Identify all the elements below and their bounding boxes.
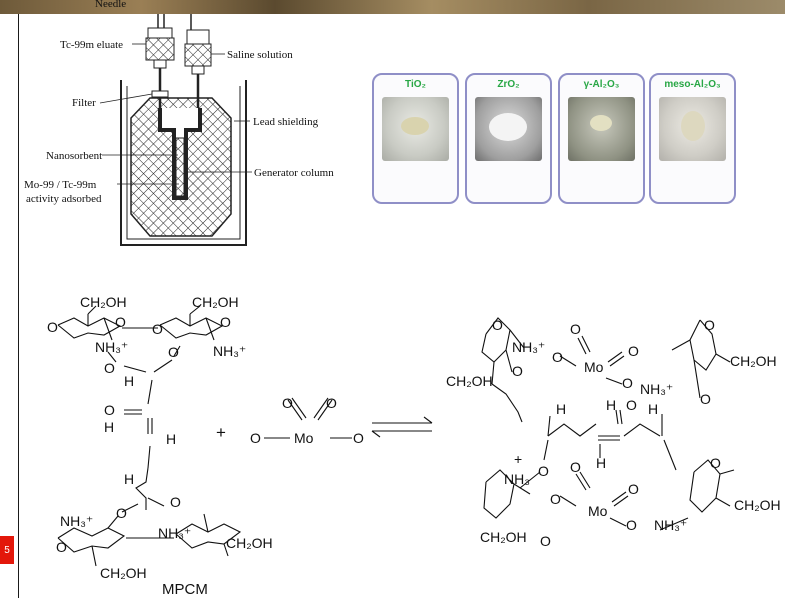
oxygen-label: O: [538, 463, 549, 479]
hydrogen-label: H: [556, 401, 566, 417]
oxygen-label: O: [492, 317, 503, 333]
lead-shielding-label: Lead shielding: [253, 116, 319, 128]
nh3-plus-label: NH₃⁺: [654, 517, 687, 533]
sample-card-tio2: TiO₂: [372, 73, 459, 204]
oxygen-label: O: [250, 430, 261, 446]
oxygen-label: O: [512, 363, 523, 379]
sample-label: ZrO₂: [497, 79, 520, 90]
ch2oh-label: CH₂OH: [80, 294, 127, 310]
ch2oh-label: CH₂OH: [100, 565, 147, 581]
oxygen-label: O: [570, 321, 581, 337]
oxygen-label: O: [626, 517, 637, 533]
generator-column-label: Generator column: [254, 167, 334, 179]
powder-sample: [489, 113, 527, 141]
hydrogen-label: H: [648, 401, 658, 417]
sample-label: γ-Al₂O₃: [583, 79, 620, 90]
oxygen-label: O: [570, 459, 581, 475]
ch2oh-label: CH₂OH: [730, 353, 777, 369]
oxygen-label: O: [56, 539, 67, 555]
hydrogen-label: H: [596, 455, 606, 471]
oxygen-label: O: [622, 375, 633, 391]
nh3-plus-label: NH₃⁺: [512, 339, 545, 355]
lead-container-outline: [120, 80, 247, 246]
sample-photo: [568, 97, 635, 161]
ch2oh-label: CH₂OH: [226, 535, 273, 551]
oxygen-label: O: [115, 314, 126, 330]
sample-card-zro2: ZrO₂: [465, 73, 552, 204]
oxygen-label: O: [116, 505, 127, 521]
hydrogen-label: H: [124, 373, 134, 389]
hydrogen-label: H: [104, 419, 114, 435]
nanosorbent-label: Nanosorbent: [46, 150, 102, 162]
oxygen-label: O: [104, 360, 115, 376]
hydrogen-label: H: [606, 397, 616, 413]
hydrogen-label: H: [166, 431, 176, 447]
background-photo-strip: [0, 0, 785, 14]
nh3-plus-label: NH₃⁺: [213, 343, 246, 359]
oxygen-label: O: [326, 395, 337, 411]
nh3-plus-label: NH₃⁺: [640, 381, 673, 397]
sample-label: meso-Al₂O₃: [664, 79, 721, 90]
sample-photo: [475, 97, 542, 161]
oxygen-label: O: [104, 402, 115, 418]
activity-label-line2: activity adsorbed: [26, 193, 102, 205]
ch2oh-label: CH₂OH: [480, 529, 527, 545]
ch2oh-label: CH₂OH: [446, 373, 493, 389]
nh3-plus-label: NH₃⁺: [60, 513, 93, 529]
nh3-label: NH₃: [504, 471, 530, 487]
generator-column: [175, 137, 185, 197]
oxygen-label: O: [704, 317, 715, 333]
plus-sign: +: [514, 451, 522, 467]
slide-number-tab: 5: [0, 536, 14, 564]
sample-photo: [382, 97, 449, 161]
oxygen-label: O: [353, 430, 364, 446]
oxygen-label: O: [552, 349, 563, 365]
nh3-plus-label: NH₃⁺: [95, 339, 128, 355]
sample-card-meso-al2o3: meso-Al₂O₃: [649, 73, 736, 204]
sample-card-gamma-al2o3: γ-Al₂O₃: [558, 73, 645, 204]
hydrogen-label: H: [124, 471, 134, 487]
eluate-label: Tc-99m eluate: [60, 39, 123, 51]
oxygen-label: O: [628, 343, 639, 359]
molybdenum-label: Mo: [294, 430, 314, 446]
filter-label: Filter: [72, 97, 96, 109]
activity-label-line1: Mo-99 / Tc-99m: [24, 179, 97, 191]
powder-sample: [401, 117, 429, 135]
plus-sign: +: [216, 423, 226, 442]
sample-label: TiO₂: [405, 79, 426, 90]
left-divider-line: [18, 14, 19, 598]
ch2oh-label: CH₂OH: [192, 294, 239, 310]
oxygen-label: O: [152, 321, 163, 337]
ch2oh-label: CH₂OH: [734, 497, 781, 513]
mpcm-label: MPCM: [162, 581, 208, 598]
oxygen-label: O: [220, 314, 231, 330]
oxygen-label: O: [47, 319, 58, 335]
oxygen-label: O: [540, 533, 551, 549]
oxygen-label: O: [700, 391, 711, 407]
oxygen-label: O: [168, 344, 179, 360]
oxygen-label: O: [628, 481, 639, 497]
oxygen-label: O: [710, 455, 721, 471]
powder-sample: [681, 111, 705, 141]
molybdenum-label: Mo: [584, 359, 604, 375]
oxygen-label: O: [626, 397, 637, 413]
oxygen-label: O: [282, 395, 293, 411]
powder-sample: [590, 115, 612, 131]
sample-photo: [659, 97, 726, 161]
saline-label: Saline solution: [227, 49, 293, 61]
oxygen-label: O: [170, 494, 181, 510]
oxygen-label: O: [550, 491, 561, 507]
nh3-plus-label: NH₃⁺: [158, 525, 191, 541]
needle-label: Needle: [95, 0, 126, 10]
molybdenum-label: Mo: [588, 503, 608, 519]
